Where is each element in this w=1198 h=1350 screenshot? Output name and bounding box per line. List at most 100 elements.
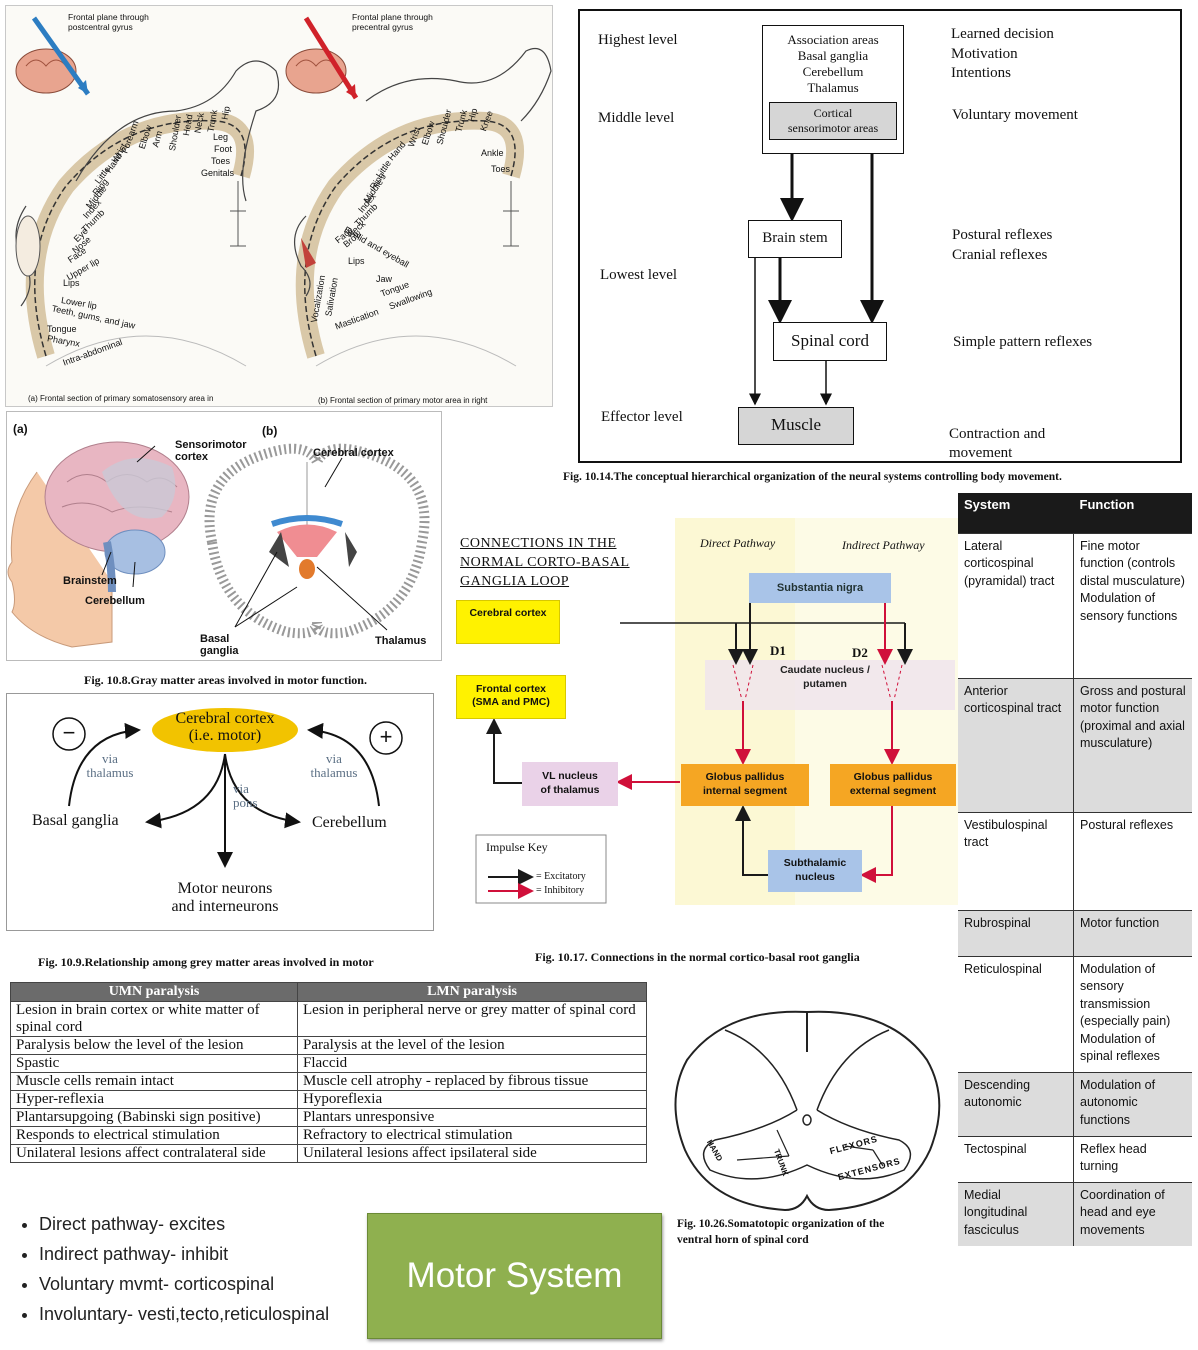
caudate-putamen-label: Caudate nucleus / putamen (780, 664, 870, 690)
umn-header: UMN paralysis (10, 982, 298, 1002)
assoc-line-2: Basal ganglia (797, 48, 869, 63)
motivation: Motivation (951, 45, 1018, 62)
hierarchy-figure: Highest level Middle level Lowest level … (578, 9, 1182, 463)
subthalamic-nucleus-box: Subthalamic nucleus (768, 850, 862, 892)
systems-header-row: System Function (958, 493, 1192, 533)
bullet-list: Direct pathway- excites Indirect pathway… (20, 1214, 360, 1325)
gp-external-box: Globus pallidus external segment (830, 764, 956, 806)
label-lips: Lips (63, 278, 80, 288)
hierarchy-caption: Fig. 10.14.The conceptual hierarchical o… (563, 471, 1062, 483)
via-thalamus-right: via thalamus (310, 751, 358, 780)
cranial-reflexes: Cranial reflexes (952, 247, 1048, 263)
loop-title: CONNECTIONS IN THE NORMAL CORTO-BASAL GA… (460, 536, 630, 589)
left-bottom-caption: (a) Frontal section of primary somatosen… (28, 394, 214, 403)
indirect-pathway-label: Indirect Pathway (842, 538, 925, 552)
level-highest: Highest level (598, 32, 678, 48)
key-inhibitory: = Inhibitory (536, 885, 585, 896)
summary-bullets: Direct pathway- excites Indirect pathway… (20, 1214, 360, 1334)
umn-cell: Responds to electrical stimulation (10, 1126, 298, 1145)
basal-ganglia-node: Basal ganglia (32, 812, 119, 829)
system-cell: Reticulospinal (958, 955, 1074, 1072)
list-item: Indirect pathway- inhibit (39, 1244, 360, 1265)
frontal-cortex-box: Frontal cortex (SMA and PMC) (456, 675, 566, 719)
label-elbow: Elbow (136, 123, 154, 151)
cerebral-cortex-label: Cerebral cortex (313, 447, 394, 459)
table-row: Plantarsupgoing (Babinski sign positive)… (10, 1108, 647, 1127)
contraction-and: Contraction and (949, 426, 1046, 442)
umn-cell: Plantarsupgoing (Babinski sign positive) (10, 1108, 298, 1127)
impulse-key-title: Impulse Key (486, 840, 548, 854)
gray-matter-illustration (7, 441, 430, 648)
umn-lmn-table-wrap: UMN paralysis LMN paralysis Lesion in br… (10, 982, 647, 1163)
plus-sign: + (379, 724, 393, 749)
level-effector: Effector level (601, 409, 683, 425)
system-cell: Tectospinal (958, 1135, 1074, 1182)
label-r-hand: Hand (386, 139, 408, 163)
systems-table: System Function Lateral corticospinal (p… (958, 493, 1192, 1246)
highest-description: Learned decision Motivation Intentions (951, 25, 1054, 84)
level-lowest: Lowest level (600, 267, 678, 283)
sensorimotor-cortex-label: Sensorimotor cortex (175, 439, 247, 463)
umn-cell: Muscle cells remain intact (10, 1072, 298, 1091)
cerebellum-node: Cerebellum (312, 814, 387, 831)
list-item: Direct pathway- excites (39, 1214, 360, 1235)
label-r-mastication: Mastication (333, 306, 380, 332)
cortical-sensorimotor-box: Cortical sensorimotor areas (769, 102, 897, 140)
panel-label-b: (b) (262, 424, 278, 438)
level-middle: Middle level (598, 110, 675, 126)
homunculus-illustration (15, 16, 552, 367)
effector-description: Contraction and movement (949, 425, 1045, 463)
movement: movement (949, 445, 1013, 461)
function-cell: Modulation of autonomic functions (1073, 1071, 1192, 1136)
lmn-cell: Lesion in peripheral nerve or grey matte… (297, 1001, 647, 1037)
spinal-cord-caption: Fig. 10.26.Somatotopic organization of t… (677, 1218, 885, 1246)
function-cell: Modulation of sensory transmission (espe… (1073, 955, 1192, 1072)
muscle-box: Muscle (738, 407, 854, 445)
motor-system-title: Motor System (367, 1213, 662, 1339)
lmn-cell: Unilateral lesions affect ipsilateral si… (297, 1144, 647, 1163)
function-cell: Postural reflexes (1073, 811, 1192, 910)
system-cell: Descending autonomic (958, 1071, 1074, 1136)
system-cell: Vestibulospinal tract (958, 811, 1074, 910)
left-homunculus-labels: Genitals Toes Foot Leg Hip Trunk Neck He… (46, 105, 251, 348)
spinal-cord-figure: HAND TRUNK FLEXORS EXTENSORS Fig. 10.26.… (665, 990, 950, 1246)
lowest-description: Postural reflexes Cranial reflexes (952, 225, 1052, 265)
umn-cell: Lesion in brain cortex or white matter o… (10, 1001, 298, 1037)
system-cell: Lateral corticospinal (pyramidal) tract (958, 532, 1074, 678)
umn-cell: Unilateral lesions affect contralateral … (10, 1144, 298, 1163)
function-cell: Motor function (1073, 909, 1192, 956)
umn-header-row: UMN paralysis LMN paralysis (10, 982, 647, 1002)
via-thalamus-left: via thalamus (86, 751, 134, 780)
via-pons: via pons (233, 781, 258, 810)
gray-matter-figure: (a) (b) Sensorimotor cortex Brainstem Ce… (6, 411, 442, 661)
assoc-line-3: Cerebellum (802, 64, 864, 79)
right-bottom-caption: (b) Frontal section of primary motor are… (318, 396, 488, 405)
lmn-cell: Paralysis at the level of the lesion (297, 1036, 647, 1055)
function-cell: Gross and postural motor function (proxi… (1073, 677, 1192, 812)
key-excitatory: = Excitatory (536, 871, 586, 882)
label-toes: Toes (211, 156, 231, 166)
function-cell: Reflex head turning (1073, 1135, 1192, 1182)
label-head: Head (180, 113, 195, 137)
gray-matter-caption: Fig. 10.8.Gray matter areas involved in … (84, 673, 367, 687)
label-genitals: Genitals (201, 168, 235, 178)
panel-label-a: (a) (13, 422, 28, 436)
brain-stem-box: Brain stem (748, 220, 842, 258)
cerebellum-label: Cerebellum (85, 595, 145, 607)
minus-sign: − (62, 720, 76, 745)
label-tongue: Tongue (47, 324, 77, 334)
relationship-arrows (52, 708, 403, 868)
left-plane-caption: Frontal plane through postcentral gyrus (68, 12, 149, 32)
umn-cell: Spastic (10, 1054, 298, 1073)
lmn-header: LMN paralysis (297, 982, 647, 1002)
basal-ganglia-label: Basal ganglia (200, 633, 239, 657)
assoc-line-4: Thalamus (807, 80, 859, 95)
table-row: Unilateral lesions affect contralateral … (10, 1144, 647, 1163)
